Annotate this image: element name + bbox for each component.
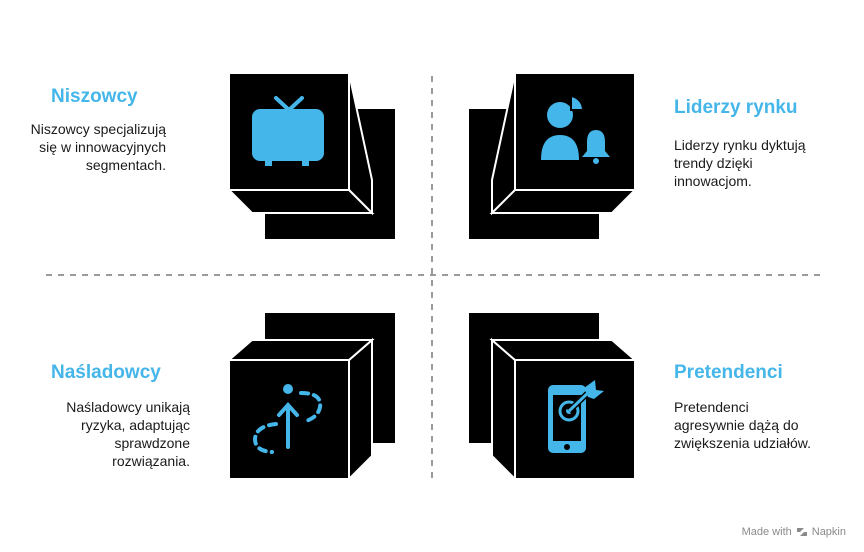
desc-liderzy-rynku: Liderzy rynku dyktują trendy dzięki inno… [674, 137, 806, 189]
title-liderzy-rynku: Liderzy rynku [674, 97, 798, 118]
title-niszowcy: Niszowcy [51, 86, 138, 107]
dashed-path-arrow-icon [252, 384, 323, 454]
title-pretendenci: Pretendenci [674, 362, 783, 383]
brand-label: Napkin [811, 526, 846, 538]
box-niszowcy [226, 72, 395, 239]
user-chart-bell-icon [541, 94, 610, 164]
title-nasladowcy: Naśladowcy [51, 362, 161, 383]
tv-icon [252, 96, 324, 166]
box-liderzy-rynku [469, 72, 638, 239]
box-pretendenci [469, 313, 638, 482]
made-with-label: Made with [741, 526, 792, 538]
desc-niszowcy: Niszowcy specjalizują się w innowacyjnyc… [30, 121, 166, 173]
phone-target-icon [548, 380, 604, 453]
napkin-logo-icon [796, 528, 807, 536]
footer-watermark: Made with Napkin [742, 526, 846, 538]
desc-pretendenci: Pretendenci agresywnie dążą do zwiększen… [674, 399, 811, 451]
desc-nasladowcy: Naśladowcy unikają ryzyka, adaptując spr… [66, 399, 190, 469]
box-nasladowcy [226, 313, 395, 482]
